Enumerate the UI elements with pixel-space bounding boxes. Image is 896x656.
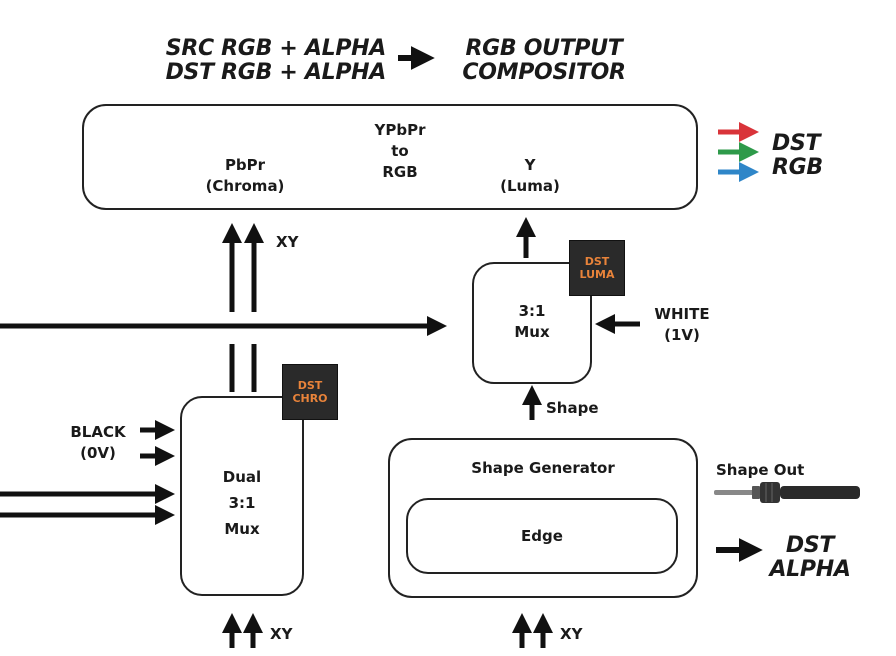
converter-title-line2: to xyxy=(391,142,409,160)
edge-label: Edge xyxy=(521,527,563,545)
dst-luma-badge-line1: DST xyxy=(584,255,610,268)
dst-luma-badge-line2: LUMA xyxy=(579,268,615,281)
ypbpr-to-rgb-block xyxy=(82,104,698,210)
white-line2: (1V) xyxy=(664,326,700,344)
chroma-input-label: PbPr (Chroma) xyxy=(180,155,310,197)
chroma-mux-block xyxy=(180,396,304,596)
chroma-line1: PbPr xyxy=(224,156,266,174)
xy-bottom-right-label: XY xyxy=(560,625,583,643)
chroma-mux-output-lines xyxy=(229,344,257,392)
converter-title: YPbPr to RGB xyxy=(350,120,450,183)
dst-rgb-arrows xyxy=(718,122,759,182)
shape-out-label: Shape Out xyxy=(716,461,805,479)
luma-mux-line2: Mux xyxy=(514,323,550,341)
shape-label: Shape xyxy=(546,399,599,417)
dst-chro-badge-line2: CHRO xyxy=(292,392,328,405)
luma-line2: (Luma) xyxy=(500,177,560,195)
chroma-mux-line1: Dual xyxy=(222,468,262,486)
dst-luma-button[interactable]: DST LUMA xyxy=(569,240,625,296)
black-input-label: BLACK (0V) xyxy=(56,422,140,464)
dst-rgb-line2: RGB xyxy=(772,155,823,180)
xy-top-label: XY xyxy=(276,233,299,251)
compositor-title: RGB OUTPUT COMPOSITOR xyxy=(436,37,652,85)
dst-alpha-line2: ALPHA xyxy=(769,557,851,582)
white-line1: WHITE xyxy=(654,305,710,323)
chroma-mux-label: Dual 3:1 Mux xyxy=(194,464,290,542)
converter-title-line3: RGB xyxy=(382,163,418,181)
black-input-arrows xyxy=(140,420,175,466)
chroma-mux-line2: 3:1 xyxy=(228,494,256,512)
xy-bottom-left-arrows xyxy=(222,613,263,648)
dst-rgb-line1: DST xyxy=(772,131,821,156)
dst-rgb-label: DST RGB xyxy=(772,132,823,180)
dst-chro-button[interactable]: DST CHRO xyxy=(282,364,338,420)
xy-bottom-left-label: XY xyxy=(270,625,293,643)
chroma-feed-arrows xyxy=(0,484,175,525)
src-label: SRC RGB + ALPHA xyxy=(165,36,387,61)
luma-input-label: Y (Luma) xyxy=(480,155,580,197)
luma-mux-label: 3:1 Mux xyxy=(482,301,582,343)
shape-generator-title: Shape Generator xyxy=(471,459,615,477)
dst-label: DST RGB + ALPHA xyxy=(165,60,387,85)
compositor-line1: RGB OUTPUT xyxy=(465,36,623,61)
xy-up-arrows xyxy=(222,223,264,312)
black-line2: (0V) xyxy=(80,444,116,462)
source-labels: SRC RGB + ALPHA DST RGB + ALPHA xyxy=(128,36,387,85)
dst-alpha-line1: DST xyxy=(785,533,835,558)
black-line1: BLACK xyxy=(70,423,126,441)
compositor-line2: COMPOSITOR xyxy=(462,60,626,85)
xy-bottom-right-arrows xyxy=(512,613,553,648)
luma-mux-line1: 3:1 xyxy=(518,302,546,320)
dst-chro-badge-line1: DST xyxy=(297,379,323,392)
chroma-line2: (Chroma) xyxy=(205,177,285,195)
luma-line1: Y xyxy=(524,156,536,174)
dst-alpha-label: DST ALPHA xyxy=(758,534,862,582)
white-input-label: WHITE (1V) xyxy=(640,304,724,346)
converter-title-line1: YPbPr xyxy=(374,121,426,139)
chroma-mux-line3: Mux xyxy=(224,520,260,538)
shape-out-jack-icon xyxy=(714,482,860,503)
edge-block xyxy=(406,498,678,574)
